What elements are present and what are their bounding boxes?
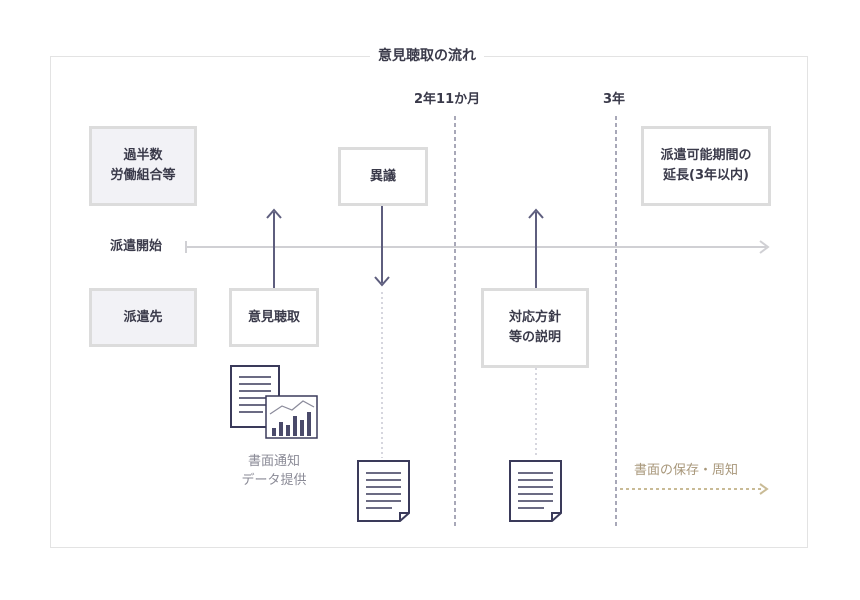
document-icon-explanation <box>509 460 562 522</box>
majority-union-box: 過半数 労働組合等 <box>89 126 197 206</box>
extension-box: 派遣可能期間の 延長(3年以内) <box>641 126 771 206</box>
retention-note: 書面の保存・周知 <box>634 463 739 478</box>
explanation-box: 対応方針 等の説明 <box>481 288 589 368</box>
objection-box: 異議 <box>338 147 428 206</box>
client-company-box: 派遣先 <box>89 288 197 347</box>
hearing-box: 意見聴取 <box>229 288 319 347</box>
document-caption: 書面通知 データ提供 <box>241 454 307 488</box>
marker-label-2y11m: 2年11か月 <box>414 92 481 107</box>
timeline-start-label: 派遣開始 <box>110 239 163 254</box>
marker-label-3y: 3年 <box>603 92 626 107</box>
document-icon-objection <box>357 460 410 522</box>
diagram-title: 意見聴取の流れ <box>370 46 484 66</box>
document-chart-icon <box>230 365 318 439</box>
timeline-arrowhead <box>759 240 770 254</box>
